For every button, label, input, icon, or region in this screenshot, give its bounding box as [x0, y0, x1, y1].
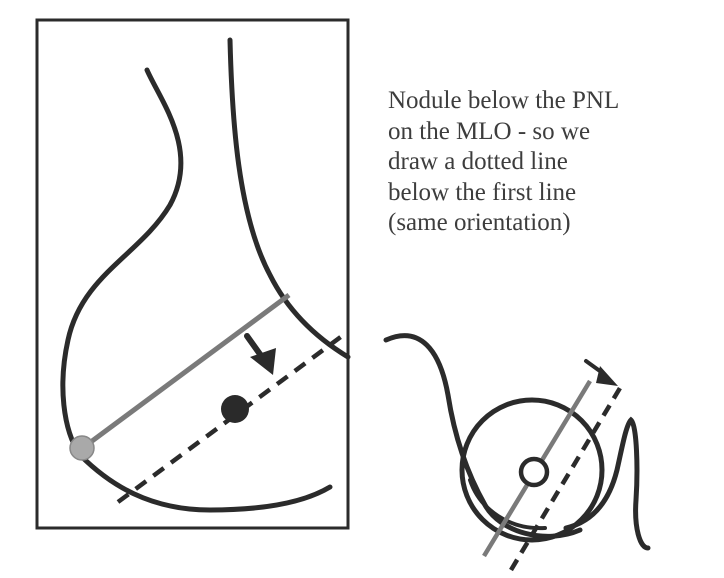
cc-outer-circle [459, 397, 605, 543]
cc-dotted-line [509, 386, 622, 572]
mlo-breast-outline [60, 67, 333, 513]
mlo-nipple-marker [69, 435, 95, 461]
caption-line-1: Nodule below the PNL [388, 87, 620, 114]
caption-line-3: draw a dotted line [388, 148, 568, 175]
mlo-posterior-nipple-line [82, 292, 291, 450]
caption-line-2: on the MLO - so we [388, 117, 591, 145]
mlo-shift-arrow-head [250, 348, 276, 375]
mlo-shift-arrow-shaft [244, 333, 265, 360]
caption-line-5: (same orientation) [388, 209, 571, 236]
mlo-nodule [221, 395, 249, 423]
cc-breast-contour [383, 333, 583, 539]
diagram-caption: Nodule below the PNL on the MLO - so we … [388, 86, 708, 239]
mlo-view-frame [35, 18, 350, 530]
cc-shift-arrow-head [596, 366, 618, 386]
mlo-pectoral-muscle [227, 37, 351, 360]
caption-line-4: below the first line [388, 178, 577, 206]
cc-nodule [518, 456, 550, 488]
cc-tail-contour [563, 416, 651, 551]
